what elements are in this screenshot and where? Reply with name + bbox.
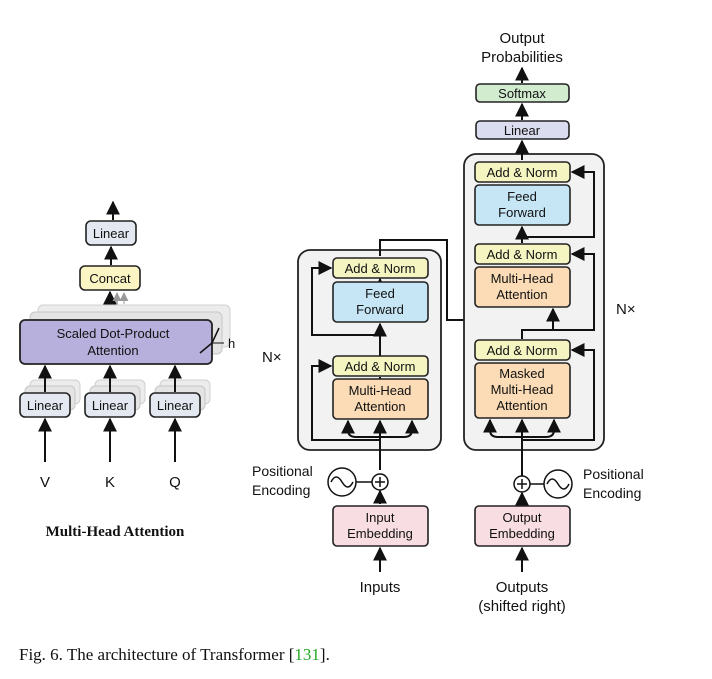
encoder-feed-forward — [332, 281, 429, 323]
outputs-label-line1: Outputs — [496, 579, 549, 596]
decoder-pe-label-line1: Positional — [583, 466, 644, 482]
decoder-add-norm-mid — [474, 243, 571, 265]
encoder-add-norm-bottom-label: Add & Norm — [345, 359, 416, 374]
encoder-add-norm-top-label: Add & Norm — [345, 261, 416, 276]
figure-caption: Fig. 6. The architecture of Transformer … — [19, 645, 330, 665]
linear-v-box — [19, 392, 71, 418]
softmax-label: Softmax — [498, 86, 546, 101]
input-v-label: V — [40, 474, 50, 491]
head-linear-label: Linear — [504, 123, 541, 138]
decoder-mha-label-line1: Multi-Head — [491, 271, 554, 286]
softmax-box — [475, 83, 570, 103]
output-head: Linear Softmax Output Probabilities — [475, 30, 570, 160]
mha-linear-top-label: Linear — [93, 226, 130, 241]
linear-q-box — [149, 392, 201, 418]
input-k-label: K — [105, 474, 115, 491]
input-embedding-label-line1: Input — [366, 510, 395, 525]
encoder-multi-head-attention — [332, 378, 429, 420]
masked-mha-label-line1: Masked — [499, 366, 545, 381]
sdpa-label-line2: Attention — [87, 343, 138, 358]
input-embedding-label-line2: Embedding — [347, 526, 413, 541]
decoder-mha-label-line2: Attention — [496, 287, 547, 302]
output-probabilities-line2: Probabilities — [481, 49, 563, 66]
encoder-stack-frame — [297, 249, 442, 451]
encoder-mha-label-line2: Attention — [354, 399, 405, 414]
output-embedding-label-line2: Embedding — [489, 526, 555, 541]
mha-concat-box — [79, 265, 141, 291]
mha-concat-label: Concat — [89, 271, 131, 286]
encoder-n-label: N× — [262, 349, 282, 366]
multi-head-attention-diagram: Linear Concat Scaled Dot-Product Attenti… — [19, 200, 235, 491]
head-linear-box — [475, 120, 570, 140]
decoder: N× Add & Norm Feed Forward Add & Norm Mu… — [463, 153, 644, 615]
mha-subfigure-title: Multi-Head Attention — [45, 524, 185, 540]
masked-mha-label-line2: Multi-Head — [491, 382, 554, 397]
linear-v-label: Linear — [27, 398, 64, 413]
caption-suffix: ]. — [319, 645, 330, 664]
linear-k-label: Linear — [92, 398, 129, 413]
decoder-masked-mha — [474, 362, 571, 419]
output-probabilities-line1: Output — [499, 30, 545, 47]
encoder-pe-label-line1: Positional — [252, 463, 313, 479]
input-q-label: Q — [169, 474, 181, 491]
decoder-ff-label-line2: Forward — [498, 205, 546, 220]
decoder-multi-head-attention — [474, 266, 571, 308]
caption-reference-link[interactable]: 131 — [294, 645, 320, 664]
encoder-pe-label-line2: Encoding — [252, 482, 310, 498]
inputs-label: Inputs — [360, 579, 401, 596]
decoder-pe-label-line2: Encoding — [583, 485, 641, 501]
encoder-ff-label-line1: Feed — [365, 286, 395, 301]
encoder: N× Add & Norm Feed Forward Add & Norm Mu… — [252, 239, 527, 596]
output-embedding-label-line1: Output — [502, 510, 541, 525]
masked-mha-label-line3: Attention — [496, 398, 547, 413]
outputs-label-line2: (shifted right) — [478, 598, 566, 615]
linear-k-box — [84, 392, 136, 418]
mha-linear-top-box — [85, 220, 137, 246]
decoder-add-norm-mid-label: Add & Norm — [487, 247, 558, 262]
decoder-add-norm-top — [474, 161, 571, 183]
decoder-add-norm-bottom-label: Add & Norm — [487, 343, 558, 358]
decoder-n-label: N× — [616, 301, 636, 318]
caption-prefix: Fig. 6. The architecture of Transformer … — [19, 645, 295, 664]
decoder-feed-forward — [474, 184, 571, 226]
decoder-add-norm-top-label: Add & Norm — [487, 165, 558, 180]
output-embedding-box — [474, 505, 571, 547]
encoder-mha-label-line1: Multi-Head — [349, 383, 412, 398]
linear-q-label: Linear — [157, 398, 194, 413]
sdpa-label-line1: Scaled Dot-Product — [57, 326, 170, 341]
heads-h-label: h — [228, 336, 235, 351]
decoder-ff-label-line1: Feed — [507, 189, 537, 204]
encoder-ff-label-line2: Forward — [356, 302, 404, 317]
input-embedding-box — [332, 505, 429, 547]
decoder-add-norm-bottom — [474, 339, 571, 361]
encoder-add-norm-bottom — [332, 355, 429, 377]
